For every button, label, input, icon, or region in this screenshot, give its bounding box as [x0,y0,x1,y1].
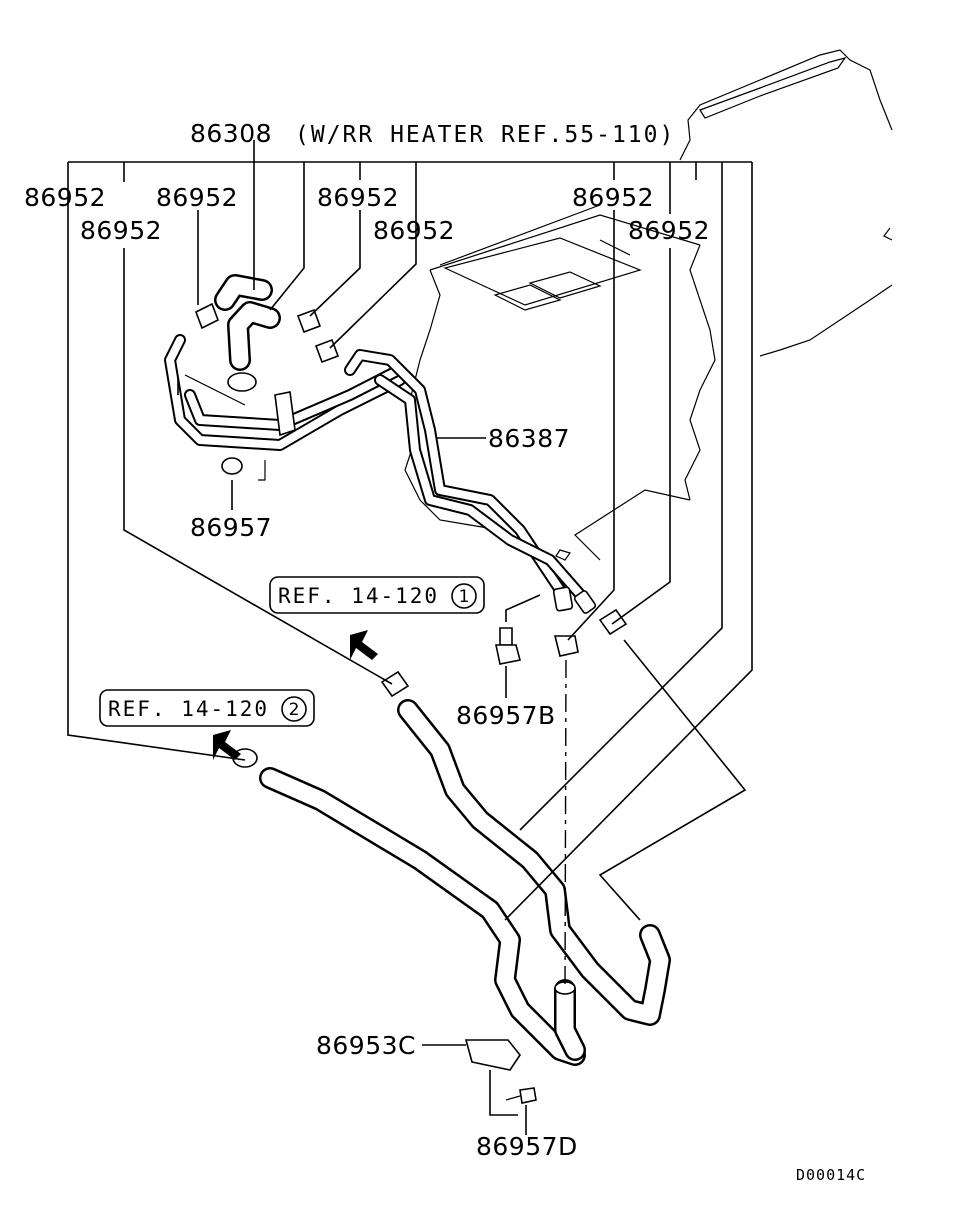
label-main-note: (W/RR HEATER REF.55-110) [295,122,675,148]
lower-long-hoses [259,699,671,1066]
drawing-code: D00014C [796,1166,866,1184]
heater-pipe-86387 [164,334,597,614]
label-clamp-6[interactable]: 86952 [572,183,654,212]
label-clamp-1[interactable]: 86952 [24,183,106,212]
label-86957[interactable]: 86957 [190,513,272,542]
label-86953c[interactable]: 86953C [316,1031,416,1060]
label-86387[interactable]: 86387 [488,424,570,453]
arrow-ref-1-icon [350,630,378,660]
label-clamp-7[interactable]: 86952 [628,216,710,245]
label-clamp-3[interactable]: 86952 [156,183,238,212]
label-clamp-5[interactable]: 86952 [373,216,455,245]
part-labels: 86308 (W/RR HEATER REF.55-110) 86952 869… [24,119,866,1184]
direction-arrows [213,630,378,760]
upper-small-hoses [194,274,340,392]
label-clamp-4[interactable]: 86952 [317,183,399,212]
clamps-fasteners [221,457,628,1104]
leader-lines [67,140,753,1135]
ref-box-1[interactable]: REF. 14-120 1 [269,576,485,614]
label-86308[interactable]: 86308 [190,119,272,148]
label-86957d[interactable]: 86957D [476,1132,578,1161]
ref-1-number: 1 [459,587,470,607]
ref-1-text: REF. 14-120 [278,584,439,608]
ref-box-2[interactable]: REF. 14-120 2 [99,689,315,727]
label-clamp-2[interactable]: 86952 [80,216,162,245]
arrow-ref-2-icon [213,730,241,760]
ref-2-text: REF. 14-120 [108,697,269,721]
label-86957b[interactable]: 86957B [456,701,556,730]
ref-2-number: 2 [289,700,300,720]
